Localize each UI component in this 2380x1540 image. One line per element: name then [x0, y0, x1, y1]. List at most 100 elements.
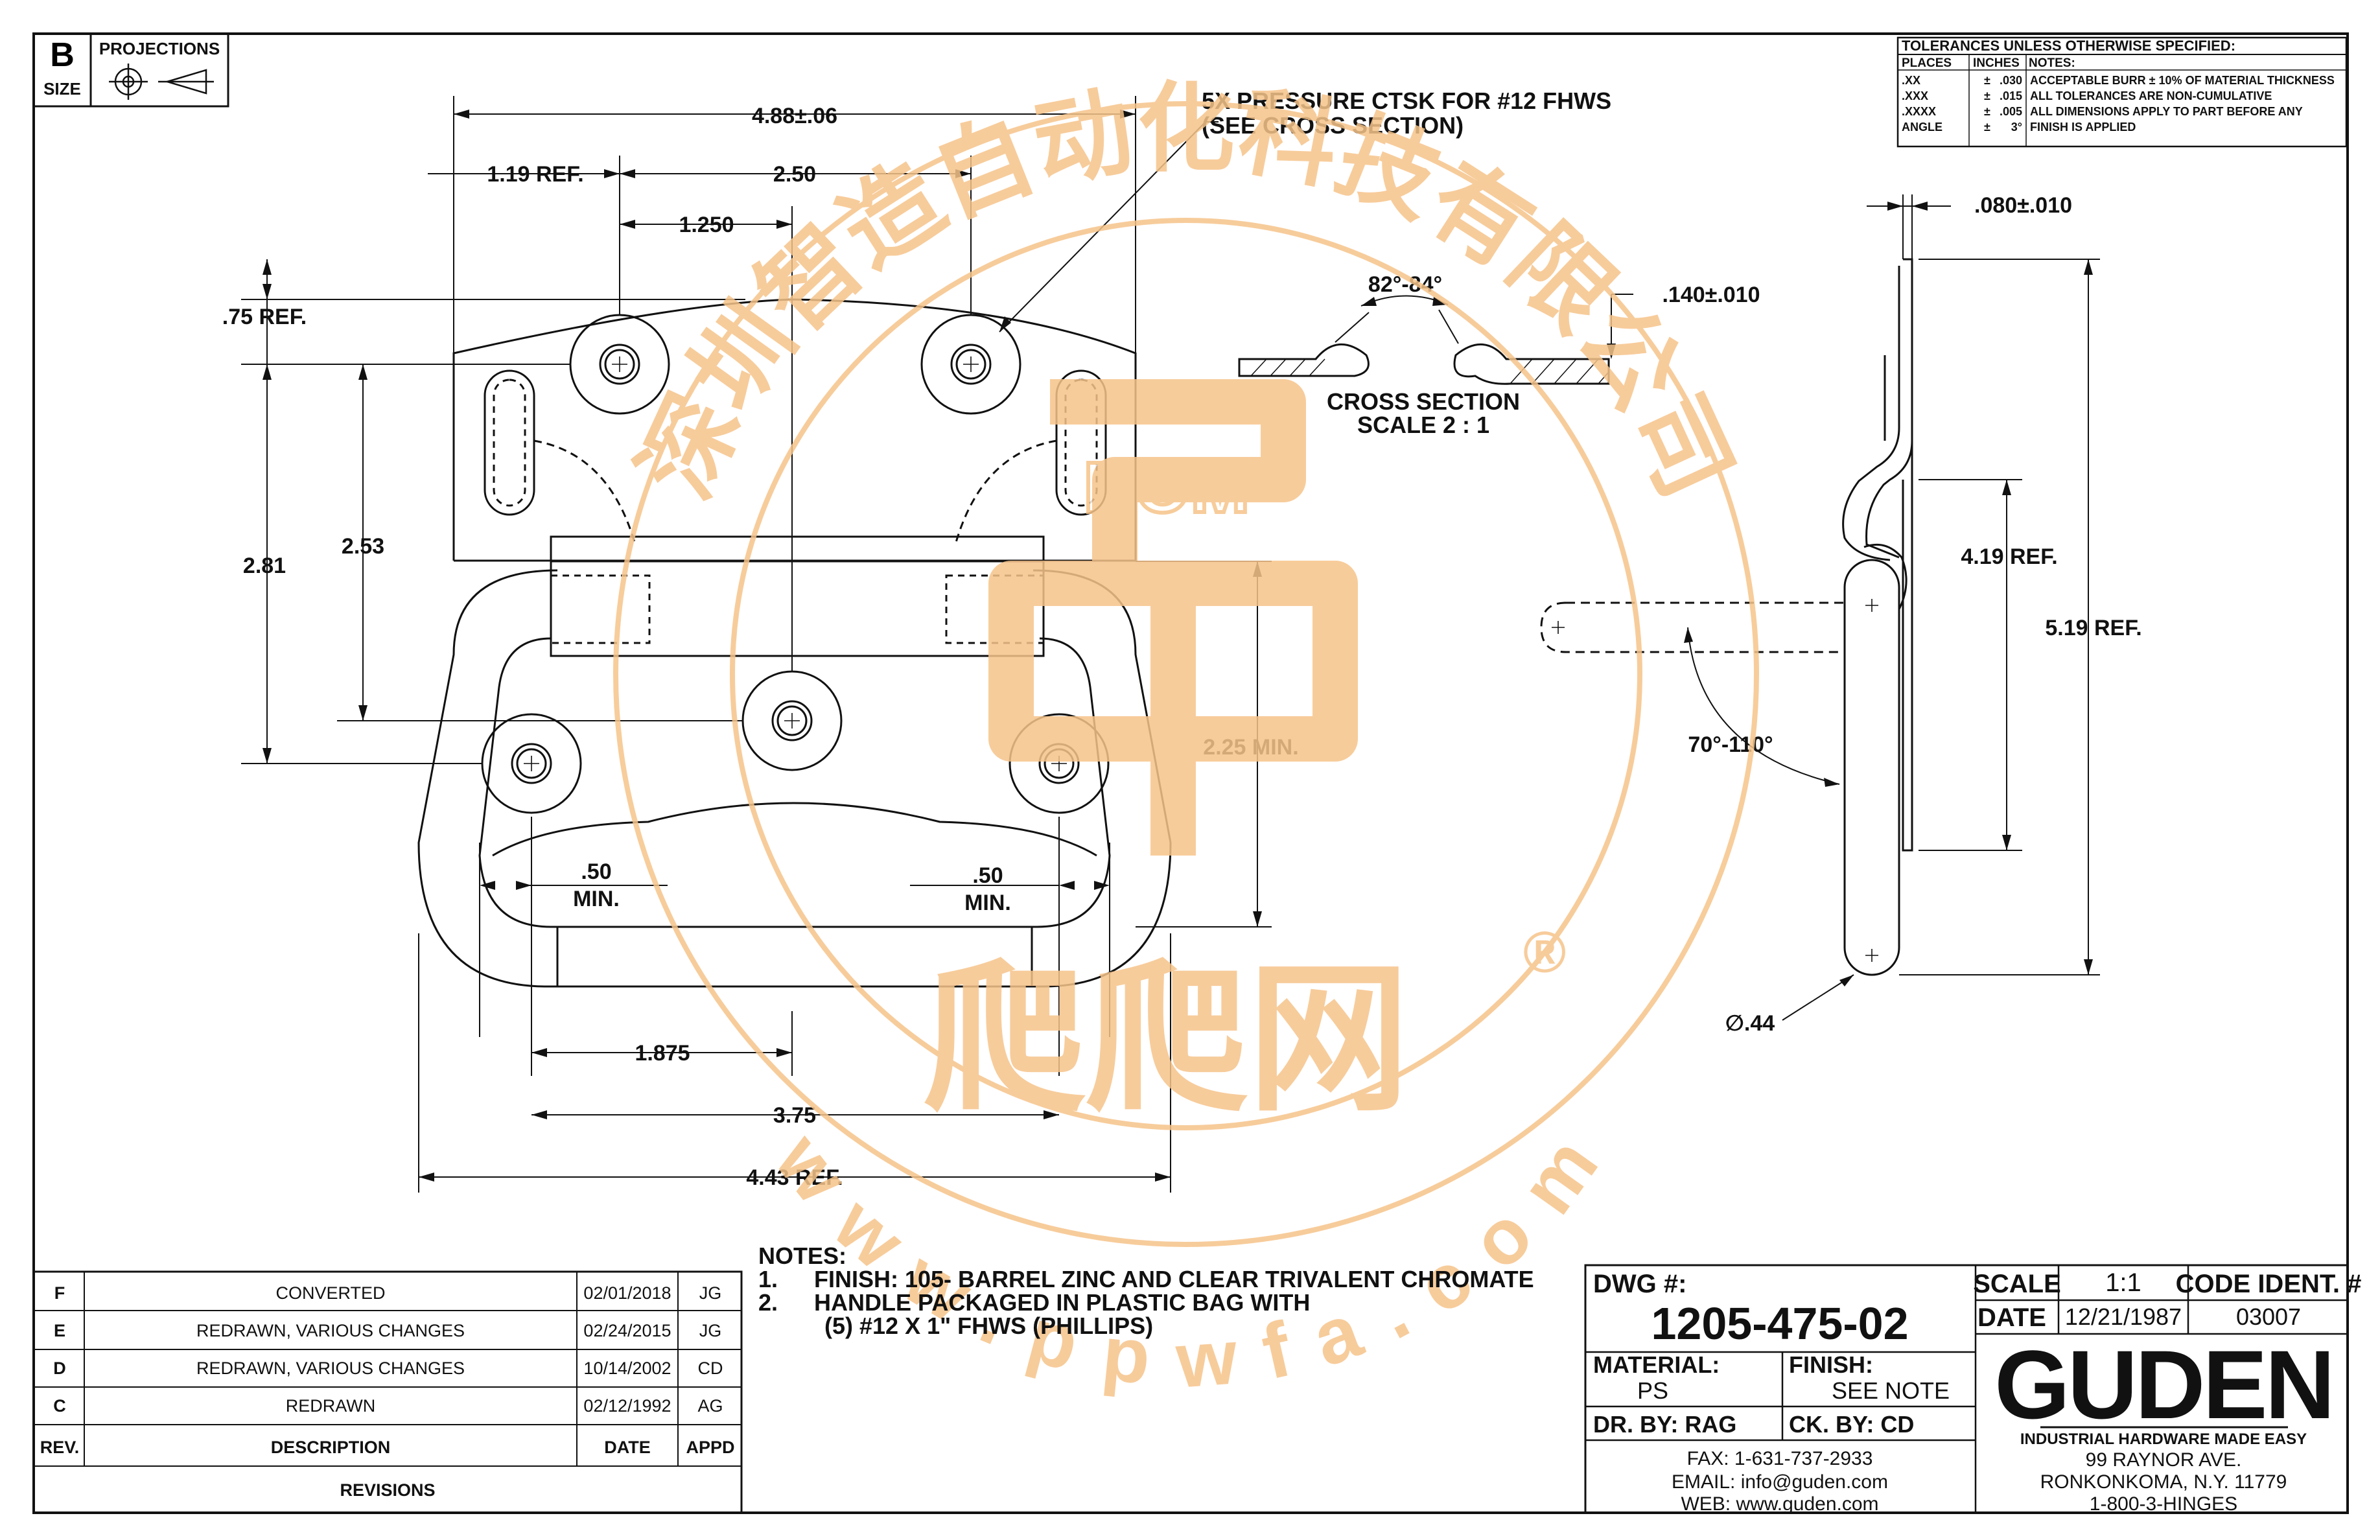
right-slot	[1055, 369, 1107, 516]
revisions-footer: REVISIONS	[340, 1480, 435, 1500]
scale-label: SCALE	[1973, 1270, 2061, 1298]
cone-projection-icon	[158, 69, 214, 95]
dim-hole-spacing: 2.50	[773, 162, 816, 187]
revision-appd: JG	[699, 1283, 722, 1303]
watermark-registered: ®	[1523, 920, 1566, 985]
cross-section-right-part	[1453, 343, 1610, 385]
revision-rev: E	[54, 1321, 65, 1340]
tolerance-places: .XXXX	[1902, 105, 1936, 118]
dim-375: 3.75	[773, 1103, 816, 1128]
address-line1: 99 RAYNOR AVE.	[2086, 1449, 2242, 1471]
dim-ref-519: 5.19 REF.	[2045, 616, 2141, 640]
cross-section-title: CROSS SECTION	[1327, 388, 1520, 415]
revision-desc: REDRAWN, VARIOUS CHANGES	[196, 1359, 465, 1378]
size-letter: B	[50, 36, 75, 74]
watermark-emblem	[988, 379, 1358, 856]
tolerance-note: FINISH IS APPLIED	[2030, 121, 2136, 134]
size-projection-block: B SIZE PROJECTIONS	[32, 32, 229, 108]
address-line2: RONKONKOMA, N.Y. 11779	[2040, 1471, 2287, 1493]
company-tagline: INDUSTRIAL HARDWARE MADE EASY	[2020, 1430, 2307, 1448]
revision-date: 02/24/2015	[583, 1321, 671, 1340]
tolerance-value: .030	[2000, 74, 2022, 87]
revision-rev: D	[53, 1359, 66, 1378]
tolerance-note: ALL TOLERANCES ARE NON-CUMULATIVE	[2030, 89, 2272, 102]
dim-overall-width: 4.88±.06	[752, 104, 837, 128]
title-block: DWG #: 1205-475-02 SCALE 1:1 CODE IDENT.…	[1584, 1264, 2362, 1515]
contact-fax: FAX: 1-631-737-2933	[1687, 1448, 1873, 1469]
handle-outer-outline	[417, 569, 1172, 988]
revision-rev: F	[54, 1283, 65, 1303]
dim-ref-075: .75 REF.	[222, 305, 307, 329]
dim-min-050-right-sub: MIN.	[964, 891, 1011, 915]
dim-min-050-right: .50	[972, 863, 1003, 888]
revision-desc: REDRAWN	[286, 1396, 376, 1416]
left-slot	[484, 369, 535, 516]
code-ident-label: CODE IDENT. #	[2176, 1270, 2362, 1298]
dim-depth-140: .140±.010	[1662, 283, 1760, 307]
rev-header-appd: APPD	[686, 1438, 734, 1457]
finish-value: SEE NOTE	[1832, 1377, 1950, 1404]
date-value: 12/21/1987	[2065, 1303, 2182, 1330]
note-2-num: 2.	[758, 1289, 778, 1316]
tolerance-pm: ±	[1984, 74, 1990, 87]
dim-half-spacing: 1.250	[679, 213, 734, 237]
dwg-label: DWG #:	[1593, 1270, 1686, 1298]
side-handle	[1843, 559, 1900, 976]
tolerance-block: TOLERANCES UNLESS OTHERWISE SPECIFIED: P…	[1896, 36, 2348, 148]
tolerance-value: .015	[2000, 89, 2022, 102]
tolerance-value: 3°	[2011, 121, 2022, 134]
tolerance-places: .XXX	[1902, 89, 1928, 102]
company-logo: GUDEN	[1994, 1330, 2333, 1439]
date-label: DATE	[1978, 1303, 2046, 1332]
dim-diameter-044: ∅.44	[1725, 1011, 1775, 1036]
tolerance-places: .XX	[1902, 74, 1920, 87]
tol-header-inches: INCHES	[1973, 56, 2020, 70]
dim-ref-119: 1.19 REF.	[487, 162, 583, 187]
cross-section-scale: SCALE 2 : 1	[1357, 412, 1489, 438]
size-label: SIZE	[43, 79, 81, 99]
dim-ref-443: 4.43 REF.	[746, 1165, 843, 1190]
cross-section-arrows	[1361, 297, 1616, 359]
tol-header-places: PLACES	[1902, 56, 1952, 70]
revision-date: 02/12/1992	[583, 1396, 671, 1416]
dimension-arrowheads	[262, 110, 1262, 1182]
tolerance-note: ALL DIMENSIONS APPLY TO PART BEFORE ANY	[2030, 105, 2303, 118]
side-view-arrows	[1684, 202, 2093, 986]
tolerance-title: TOLERANCES UNLESS OTHERWISE SPECIFIED:	[1902, 38, 2235, 54]
dim-1875: 1.875	[635, 1041, 690, 1066]
revision-desc: CONVERTED	[275, 1283, 385, 1303]
phone-number: 1-800-3-HINGES	[2090, 1493, 2237, 1515]
scale-value: 1:1	[2105, 1268, 2141, 1297]
tolerance-pm: ±	[1984, 121, 1990, 134]
note-2-text: HANDLE PACKAGED IN PLASTIC BAG WITH	[814, 1289, 1310, 1316]
dim-thickness-080: .080±.010	[1974, 193, 2072, 218]
front-view-dimensions	[241, 96, 1272, 1193]
note-2-continuation: (5) #12 X 1" FHWS (PHILLIPS)	[824, 1312, 1153, 1339]
dim-swing-angle: 70°-110°	[1688, 732, 1773, 757]
note-1-num: 1.	[758, 1266, 778, 1292]
note-1-text: FINISH: 105- BARREL ZINC AND CLEAR TRIVA…	[814, 1266, 1534, 1292]
material-value: PS	[1637, 1377, 1668, 1404]
dim-height-253: 2.53	[342, 534, 384, 559]
rev-header-rev: REV.	[40, 1438, 80, 1457]
side-view-dimensions	[1687, 194, 2100, 1021]
dim-min-050-left: .50	[581, 859, 611, 884]
revision-date: 10/14/2002	[583, 1359, 671, 1378]
watermark-url: www.ppwfa.com	[759, 1097, 1633, 1405]
hinge-barrel	[550, 535, 1045, 657]
notes-title: NOTES:	[758, 1242, 846, 1269]
rev-header-date: DATE	[604, 1438, 651, 1457]
side-view	[1540, 258, 1913, 976]
dwg-number: 1205-475-02	[1651, 1298, 1909, 1349]
finish-label: FINISH:	[1789, 1351, 1873, 1378]
tol-header-notes: NOTES:	[2029, 56, 2075, 70]
tolerance-value: .005	[2000, 105, 2022, 118]
dim-min-050-left-sub: MIN.	[573, 887, 620, 911]
dim-height-281: 2.81	[243, 554, 286, 578]
side-plate-profile	[1865, 258, 1913, 559]
tolerance-pm: ±	[1984, 105, 1990, 118]
projections-label: PROJECTIONS	[99, 39, 220, 58]
notes-block: NOTES: 1. FINISH: 105- BARREL ZINC AND C…	[758, 1242, 1534, 1339]
